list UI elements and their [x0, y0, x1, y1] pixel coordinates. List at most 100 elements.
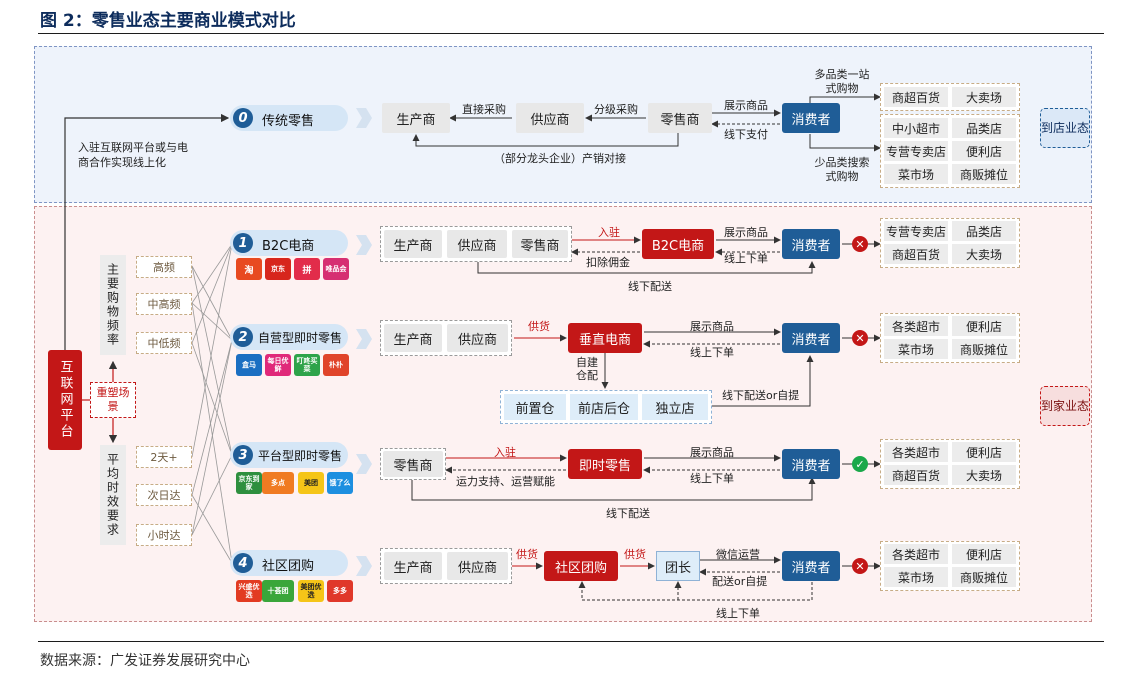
footer-rule — [38, 641, 1104, 642]
model-2-name: 自营型即时零售 — [258, 331, 343, 345]
b2c-logo-3: 拼 — [294, 258, 320, 280]
row0-format-b-3: 专营专卖店 — [884, 141, 948, 161]
avg-time-label: 平均时效要求 — [100, 445, 126, 545]
row1-producer: 生产商 — [384, 230, 442, 258]
row0-few-cat: 少品类搜索式购物 — [814, 156, 870, 183]
row3-support: 运力支持、运营赋能 — [456, 475, 555, 488]
community-logo-1: 兴盛优选 — [236, 580, 262, 602]
row3-platform: 即时零售 — [568, 449, 642, 479]
row1-format-2: 品类店 — [952, 221, 1016, 241]
row2-warehouse-1: 前置仓 — [504, 394, 566, 420]
model-1-name: B2C电商 — [262, 239, 315, 254]
row0-format-a-1: 商超百货 — [884, 87, 948, 107]
row3-offline-delivery: 线下配送 — [606, 507, 650, 520]
main-freq-label: 主要购物频率 — [100, 255, 126, 355]
b2c-logo-4: 唯品会 — [323, 258, 349, 280]
row4-format-2: 便利店 — [952, 544, 1016, 564]
row3-format-3: 商超百货 — [884, 465, 948, 485]
row0-multi-cat: 多品类一站式购物 — [814, 68, 870, 95]
model-3-name: 平台型即时零售 — [258, 449, 343, 463]
row4-format-4: 商贩摊位 — [952, 567, 1016, 587]
self-logo-2: 每日优鲜 — [265, 354, 291, 376]
row3-online-order: 线上下单 — [690, 472, 734, 485]
row4-format-3: 菜市场 — [884, 567, 948, 587]
online-note: 入驻互联网平台或与电商合作实现线上化 — [78, 141, 188, 169]
model-2-number: 2 — [233, 327, 253, 347]
row2-warehouse-3: 独立店 — [642, 394, 708, 420]
row4-supplier: 供应商 — [447, 552, 508, 580]
row2-warehouse-2: 前店后仓 — [570, 394, 638, 420]
to-store-label: 到店业态 — [1040, 108, 1090, 148]
community-logo-4: 多多 — [327, 580, 353, 602]
internet-platform-box: 互联网平台 — [48, 350, 82, 450]
row1-platform: B2C电商 — [642, 229, 714, 259]
row4-cross-icon: ✕ — [852, 558, 868, 574]
model-4-name: 社区团购 — [262, 559, 315, 574]
reshape-scene-tag: 重塑场景 — [90, 382, 136, 418]
platform-logo-3: 美团 — [298, 472, 324, 494]
row4-leader: 团长 — [656, 551, 700, 581]
freq-option-mid-low: 中低频 — [136, 332, 192, 354]
row1-offline-delivery: 线下配送 — [628, 280, 672, 293]
row3-format-1: 各类超市 — [884, 442, 948, 462]
row1-format-3: 商超百货 — [884, 244, 948, 264]
row2-consumer: 消费者 — [782, 323, 840, 353]
b2c-logo-2: 京东 — [265, 258, 291, 280]
freq-option-high: 高频 — [136, 256, 192, 278]
row4-wechat: 微信运营 — [716, 548, 760, 561]
figure-title: 图 2：零售业态主要商业模式对比 — [40, 11, 296, 31]
row2-format-2: 便利店 — [952, 316, 1016, 336]
row0-format-b-5: 菜市场 — [884, 164, 948, 184]
platform-logo-1: 京东到家 — [236, 472, 262, 494]
row0-format-b-1: 中小超市 — [884, 118, 948, 138]
row0-retailer: 零售商 — [648, 103, 712, 133]
model-0-name: 传统零售 — [262, 114, 315, 129]
self-logo-4: 朴朴 — [323, 354, 349, 376]
title-rule — [38, 33, 1104, 34]
time-option-next-day: 次日达 — [136, 484, 192, 506]
platform-logo-2: 多点 — [262, 472, 294, 494]
row0-format-b-4: 便利店 — [952, 141, 1016, 161]
row2-show-goods: 展示商品 — [690, 320, 734, 333]
community-logo-3: 美团优选 — [298, 580, 324, 602]
row0-supplier: 供应商 — [516, 103, 584, 133]
row4-producer: 生产商 — [384, 552, 442, 580]
row4-online-order: 线上下单 — [716, 607, 760, 620]
source-note: 数据来源：广发证券发展研究中心 — [40, 653, 250, 669]
row2-supplier: 供应商 — [447, 324, 508, 352]
row0-direct-purchase: 直接采购 — [462, 103, 506, 116]
row0-show-goods: 展示商品 — [724, 99, 768, 112]
row1-format-1: 专营专卖店 — [884, 221, 948, 241]
row2-format-3: 菜市场 — [884, 339, 948, 359]
row2-producer: 生产商 — [384, 324, 442, 352]
row4-supply-2: 供货 — [624, 548, 646, 561]
model-0-number: 0 — [233, 108, 253, 128]
self-logo-3: 叮咚买菜 — [294, 354, 320, 376]
model-1-number: 1 — [233, 233, 253, 253]
row1-join: 入驻 — [598, 226, 620, 239]
row3-format-2: 便利店 — [952, 442, 1016, 462]
community-logo-2: 十荟团 — [262, 580, 294, 602]
row0-format-b-2: 品类店 — [952, 118, 1016, 138]
row1-online-order: 线上下单 — [724, 252, 768, 265]
model-4-number: 4 — [233, 553, 253, 573]
row1-commission: 扣除佣金 — [586, 256, 630, 269]
row4-deliver-or-pickup: 配送or自提 — [712, 575, 768, 588]
row0-producer: 生产商 — [382, 103, 450, 133]
row1-cross-icon: ✕ — [852, 236, 868, 252]
row1-format-4: 大卖场 — [952, 244, 1016, 264]
row2-deliver-or-pickup: 线下配送or自提 — [722, 389, 800, 402]
row3-retailer: 零售商 — [383, 451, 443, 477]
row3-check-icon: ✓ — [852, 456, 868, 472]
row3-show-goods: 展示商品 — [690, 446, 734, 459]
row2-platform: 垂直电商 — [568, 323, 642, 353]
row1-consumer: 消费者 — [782, 229, 840, 259]
row0-format-b-6: 商贩摊位 — [952, 164, 1016, 184]
row3-join: 入驻 — [494, 446, 516, 459]
row3-format-4: 大卖场 — [952, 465, 1016, 485]
b2c-logo-1: 淘 — [236, 258, 262, 280]
row2-format-4: 商贩摊位 — [952, 339, 1016, 359]
model-3-number: 3 — [233, 445, 253, 465]
time-option-2day: 2天+ — [136, 446, 192, 468]
